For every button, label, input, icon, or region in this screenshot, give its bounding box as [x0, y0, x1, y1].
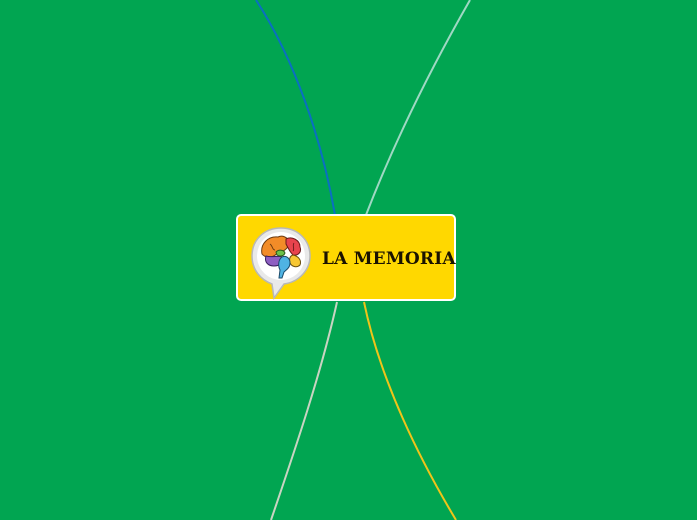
branch-connector-bottom-left [270, 301, 338, 520]
branch-connector-bottom-right [363, 301, 457, 520]
branch-connector-top-left [255, 0, 336, 216]
branch-connector-top-right [365, 0, 471, 216]
central-topic-label: LA MEMORIA [322, 249, 456, 269]
brain-icon [248, 222, 314, 300]
central-topic-node[interactable]: LA MEMORIA [236, 214, 456, 301]
